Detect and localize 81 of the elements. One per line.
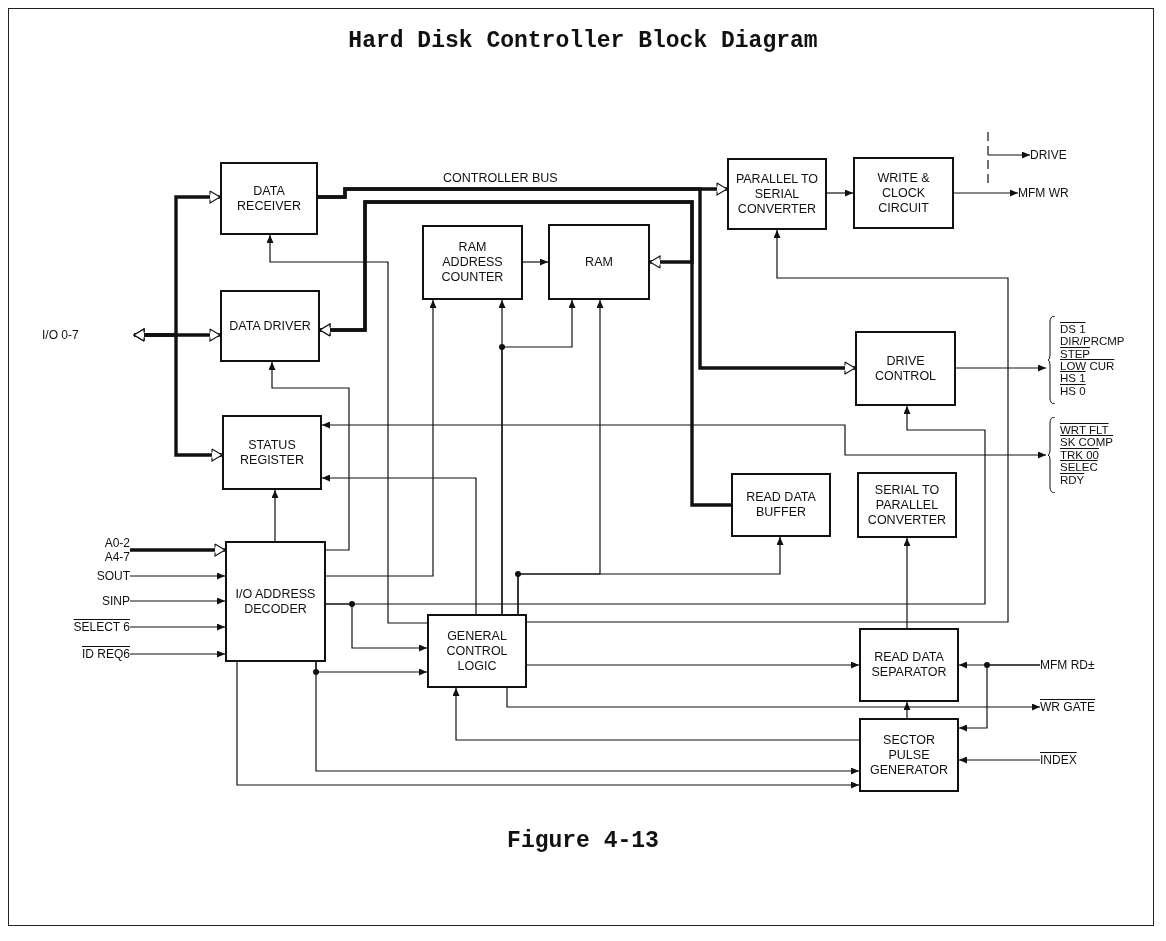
block-label: SECTOR PULSE GENERATOR [869, 732, 949, 778]
function-block [427, 614, 527, 688]
arrow [129, 572, 226, 580]
signal-label: RDY [1060, 473, 1085, 486]
signal-label: A4-7 [104, 550, 130, 565]
arrow [129, 597, 226, 605]
signal-label: SINP [102, 593, 130, 609]
arrow [526, 229, 1009, 623]
signal-label: INDEX [1040, 752, 1077, 768]
block-label: GENERAL CONTROL LOGIC [445, 628, 509, 674]
block-label: READ DATA SEPARATOR [870, 650, 948, 680]
arrow [129, 623, 226, 631]
signal-label: ID REQ6 [82, 646, 130, 662]
arrow [522, 258, 549, 266]
function-block [222, 415, 322, 490]
function-block [422, 225, 523, 300]
signal-label: A0-2 [104, 535, 130, 550]
diagram-title: Hard Disk Controller Block Diagram [347, 28, 819, 54]
block-label: RAM ADDRESS COUNTER [440, 240, 505, 285]
function-block [220, 162, 318, 235]
signal-label: HS 1 [1060, 372, 1086, 385]
arrow [315, 661, 860, 775]
block-label: DRIVE CONTROL [873, 353, 938, 384]
arrow [506, 687, 1041, 711]
arrow [268, 361, 350, 551]
function-block [548, 224, 650, 300]
block-label: RAM [585, 254, 613, 270]
signal-label: SELEC [1060, 461, 1098, 474]
signal-label: LOW CUR [1060, 360, 1115, 373]
arrow [325, 405, 986, 605]
block-label: DATA RECEIVER [236, 183, 302, 214]
arrow [953, 189, 1019, 197]
signal-label: I/O 0-7 [42, 327, 79, 343]
arrow [266, 234, 428, 624]
arrow [526, 661, 860, 669]
arrow [826, 189, 854, 197]
arrow [271, 489, 279, 542]
block-label: READ DATA BUFFER [745, 490, 817, 520]
arrow [903, 537, 911, 629]
signal-label: WRT FLT [1060, 424, 1109, 437]
signal-label: SK COMP [1060, 436, 1114, 449]
signal-label: MFM RD± [1040, 657, 1095, 673]
arrow [321, 474, 477, 615]
signal-label: WR GATE [1040, 699, 1096, 715]
arrow [129, 650, 226, 658]
signal-label: SELECT 6 [73, 619, 130, 635]
arrow [325, 299, 437, 577]
block-label: DATA DRIVER [229, 318, 311, 334]
arrow [501, 299, 576, 615]
arrow [958, 756, 1041, 764]
signal-label: DIR/PRCMP [1060, 335, 1125, 348]
function-block [220, 290, 320, 362]
figure-caption: Figure 4-13 [506, 828, 660, 854]
arrow [955, 364, 1047, 372]
block-label: I/O ADDRESS DECODER [234, 586, 317, 617]
function-block [855, 331, 956, 406]
arrow [321, 421, 1047, 459]
signal-label: TRK 00 [1060, 448, 1099, 462]
function-block [225, 541, 326, 662]
arrow [236, 661, 860, 789]
signal-label: SOUT [96, 568, 130, 584]
arrow [987, 151, 1031, 159]
signal-label: MFM WR [1018, 185, 1069, 201]
block-label: SERIAL TO PARALLEL CONVERTER [866, 482, 948, 528]
signal-label: DRIVE [1030, 147, 1067, 163]
function-block [853, 157, 954, 229]
signal-label: HS 0 [1060, 384, 1086, 398]
signal-label: STEP [1060, 347, 1091, 360]
block-label: STATUS REGISTER [239, 437, 305, 468]
function-block [727, 158, 827, 230]
arrow [903, 701, 911, 719]
block-label: PARALLEL TO SERIAL CONVERTER [735, 171, 819, 217]
signal-label: DS 1 [1060, 322, 1086, 336]
arrow [958, 664, 1041, 732]
function-block [859, 718, 959, 792]
arrow [452, 687, 860, 741]
block-label: WRITE & CLOCK CIRCUIT [876, 170, 931, 216]
arrow [517, 299, 604, 615]
function-block [857, 472, 957, 538]
function-block [859, 628, 959, 702]
function-block [731, 473, 831, 537]
